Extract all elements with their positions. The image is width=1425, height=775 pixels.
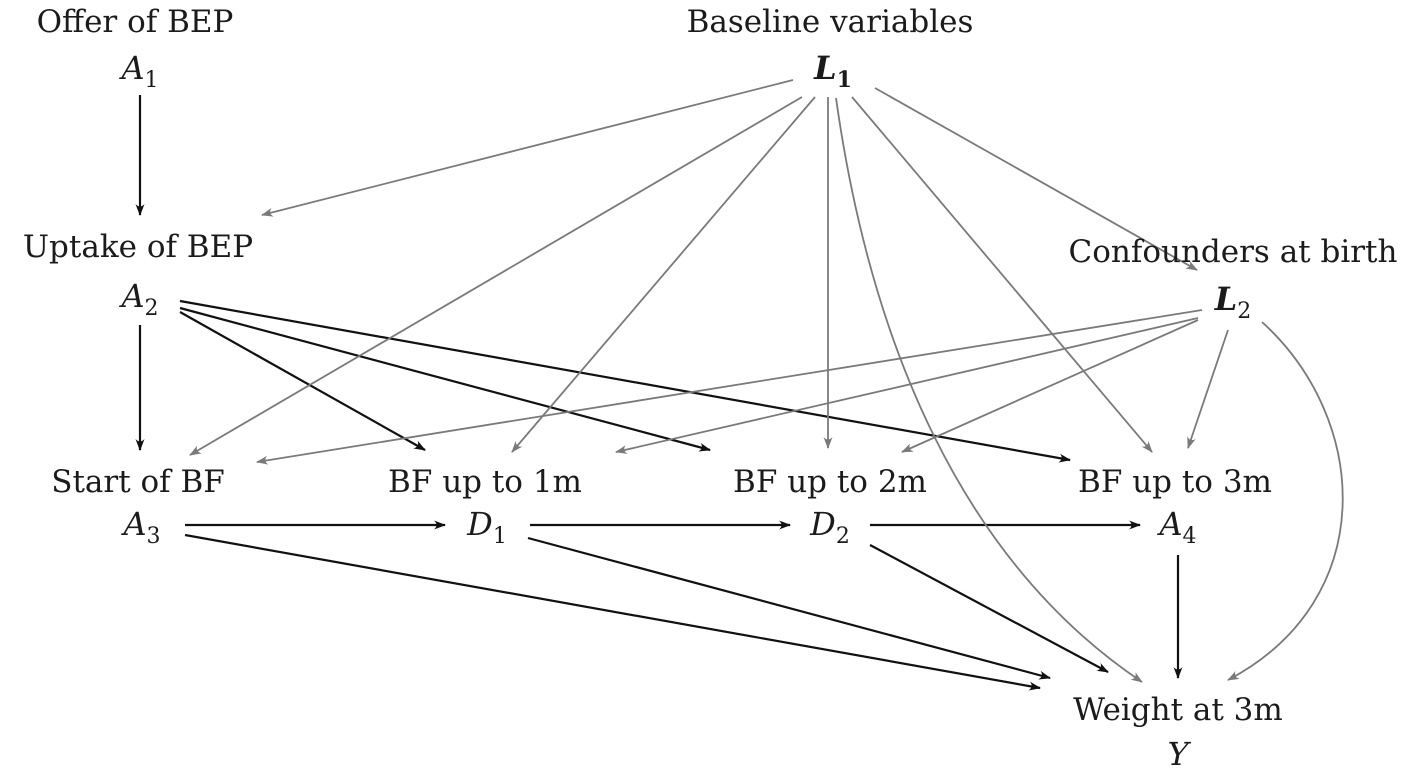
edge-D2-Y	[869, 544, 1109, 673]
node-A1: Offer of BEP A1	[37, 4, 234, 93]
edge-A2-D2	[179, 306, 711, 452]
node-A1-label: Offer of BEP	[37, 4, 234, 40]
node-L1: Baseline variables L1	[687, 4, 974, 93]
edge-D1-Y	[527, 536, 1051, 680]
node-L1-symbol: L1	[813, 49, 852, 93]
edge-A2-D1	[179, 311, 426, 451]
edge-A2-A4	[179, 299, 1071, 463]
node-D2-label: BF up to 2m	[733, 464, 927, 500]
node-A3-label: Start of BF	[51, 464, 225, 500]
node-D1-symbol: D1	[466, 505, 507, 549]
node-L2: Confounders at birth L2	[1069, 234, 1398, 324]
node-Y-label: Weight at 3m	[1073, 692, 1283, 728]
node-A2-symbol: A2	[118, 277, 158, 321]
edge-L2-A4	[1187, 329, 1229, 449]
node-Y-symbol: Y	[1167, 735, 1191, 773]
edge-L1-A2	[261, 79, 794, 217]
edge-L1-D1	[511, 96, 816, 453]
node-A2: Uptake of BEP A2	[23, 229, 253, 321]
edge-L2-Y	[1227, 321, 1344, 681]
node-L1-label: Baseline variables	[687, 4, 974, 40]
edge-L1-A4	[851, 96, 1153, 453]
edge-L2-D1	[615, 317, 1199, 454]
edges	[135, 79, 1344, 691]
node-L2-symbol: L2	[1214, 280, 1252, 324]
node-D2-symbol: D2	[809, 505, 850, 549]
node-A4-symbol: A4	[1156, 505, 1196, 549]
node-A3-symbol: A3	[120, 505, 160, 549]
node-Y: Weight at 3m Y	[1073, 692, 1283, 773]
edge-A3-Y	[184, 533, 1041, 691]
edge-L1-Y	[835, 97, 1143, 683]
edge-L2-D2	[901, 319, 1199, 453]
node-A3: Start of BF A3	[51, 464, 225, 549]
edge-L1-L2	[874, 87, 1198, 271]
node-A4: BF up to 3m A4	[1078, 464, 1272, 549]
edge-L2-A3	[256, 309, 1203, 465]
node-D1: BF up to 1m D1	[388, 464, 582, 549]
edge-L1-A3	[189, 96, 803, 456]
node-D2: BF up to 2m D2	[733, 464, 927, 549]
node-D1-label: BF up to 1m	[388, 464, 582, 500]
node-A2-label: Uptake of BEP	[23, 229, 253, 265]
node-A4-label: BF up to 3m	[1078, 464, 1272, 500]
node-A1-symbol: A1	[118, 49, 158, 93]
node-L2-label: Confounders at birth	[1069, 234, 1398, 270]
